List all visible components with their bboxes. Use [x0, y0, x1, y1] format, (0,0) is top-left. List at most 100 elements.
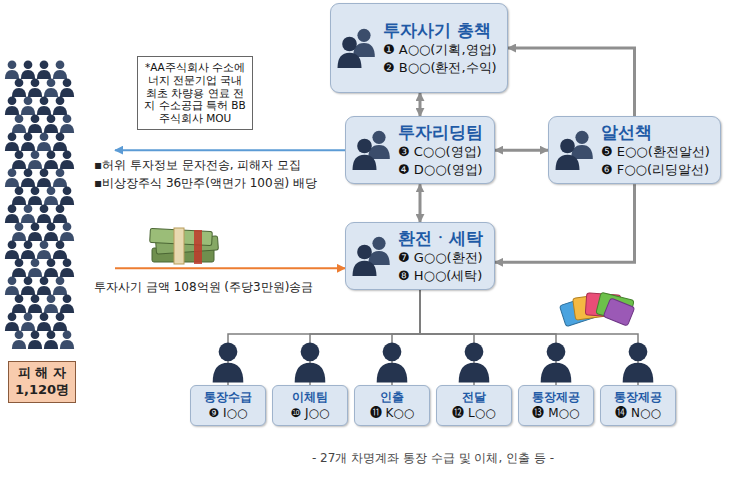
victim-icon	[53, 240, 67, 259]
victim-icon	[60, 222, 74, 241]
member-line: ⓬ L○○	[452, 406, 495, 422]
victim-crowd	[5, 60, 74, 349]
victim-icon	[12, 78, 26, 97]
connector	[115, 149, 345, 151]
victim-icon	[37, 204, 51, 223]
connector	[420, 290, 638, 385]
victim-icon	[21, 168, 35, 187]
member-box: 통장제공⓮ N○○	[600, 385, 676, 426]
victim-icon	[21, 204, 35, 223]
bankbook-cards	[559, 292, 634, 327]
member-box: 전달⓬ L○○	[436, 385, 512, 426]
callout-box: *AA주식회사 수소에너지 전문기업 국내최초 차량용 연료 전지 수소공급 특…	[137, 56, 253, 130]
victim-icon	[12, 294, 26, 313]
victim-icon	[60, 330, 74, 349]
person-icon	[553, 130, 597, 170]
victim-icon	[44, 222, 58, 241]
member-line: ❽ H○○(세탁)	[398, 267, 482, 285]
box-title: 이체팀	[292, 390, 328, 406]
victim-icon	[5, 96, 19, 115]
role-box: 환전ㆍ세탁❼ G○○(환전)❽ H○○(세탁)	[345, 222, 495, 290]
connector	[419, 93, 422, 116]
victim-icon	[21, 132, 35, 151]
victim-icon	[44, 186, 58, 205]
victim-icon	[28, 150, 42, 169]
victim-icon	[37, 276, 51, 295]
box-title: 통장제공	[532, 390, 580, 406]
victim-icon	[12, 150, 26, 169]
victim-icon	[37, 60, 51, 79]
person-icon-front	[556, 139, 580, 170]
illustration-part	[459, 342, 490, 382]
callout-text: *AA주식회사 수소에너지 전문기업 국내최초 차량용 연료 전지 수소공급 특…	[143, 61, 247, 125]
person-icon-front	[353, 245, 377, 276]
victim-icon	[60, 186, 74, 205]
role-box: 알선책❺ E○○(환전알선)❻ F○○(리딩알선)	[548, 116, 721, 184]
victim-icon	[28, 222, 42, 241]
illustration-part	[295, 342, 326, 382]
person-icon	[350, 236, 394, 276]
victim-icon	[21, 312, 35, 331]
member-line: ❿ J○○	[290, 406, 329, 422]
caption: - 27개 차명계좌 통장 수급 및 이체, 인출 등 -	[190, 450, 676, 467]
victim-icon	[28, 294, 42, 313]
illustration-part	[194, 230, 202, 264]
illustration-part	[213, 342, 244, 382]
victim-icon	[60, 258, 74, 277]
victim-icon	[60, 114, 74, 133]
victim-icon	[37, 168, 51, 187]
victim-icon	[44, 78, 58, 97]
victim-icon	[12, 258, 26, 277]
connector	[420, 290, 556, 385]
victim-group: 피 해 자 1,120명	[3, 55, 115, 405]
victim-icon	[5, 312, 19, 331]
box-title: 전달	[462, 390, 486, 406]
connector	[508, 48, 635, 116]
person-icon	[335, 28, 379, 68]
victim-icon	[28, 114, 42, 133]
box-title: 투자리딩팀	[398, 122, 483, 143]
victim-icon	[37, 240, 51, 259]
victim-icon	[12, 222, 26, 241]
victim-label: 피 해 자 1,120명	[8, 361, 76, 403]
member-line: ⓮ N○○	[615, 406, 661, 422]
victim-icon	[44, 330, 58, 349]
victim-icon	[53, 96, 67, 115]
victim-icon	[28, 258, 42, 277]
victim-icon	[53, 168, 67, 187]
illustration-part	[541, 342, 572, 382]
illustration-part	[377, 342, 408, 382]
connector	[228, 290, 420, 385]
victim-icon	[28, 330, 42, 349]
victim-icon	[28, 78, 42, 97]
note-text: ▪허위 투자정보 문자전송, 피해자 모집	[92, 158, 303, 174]
victim-icon	[5, 240, 19, 259]
role-box: 투자사기 총책❶ A○○(기획,영업)❷ B○○(환전,수익)	[330, 3, 508, 93]
member-box: 이체팀❿ J○○	[272, 385, 348, 426]
member-box: 인출⓫ K○○	[354, 385, 430, 426]
victim-icon	[44, 150, 58, 169]
box-title: 통장제공	[614, 390, 662, 406]
victim-icon	[44, 294, 58, 313]
victim-icon	[37, 132, 51, 151]
person-icon	[350, 130, 394, 170]
member-box: 통장수급❾ I○○	[190, 385, 266, 426]
person-icon-front	[338, 37, 362, 68]
victim-icon	[21, 276, 35, 295]
victim-icon	[5, 168, 19, 187]
member-line: ❷ B○○(환전,수익)	[383, 59, 497, 77]
member-line: ❹ D○○(영업)	[398, 161, 483, 179]
victim-icon	[12, 114, 26, 133]
victim-icon	[44, 114, 58, 133]
member-line: ❺ E○○(환전알선)	[601, 143, 710, 161]
victim-icon	[5, 276, 19, 295]
box-title: 투자사기 총책	[383, 20, 491, 41]
victim-icon	[5, 204, 19, 223]
victim-icon	[53, 60, 67, 79]
member-line: ⓫ K○○	[370, 406, 415, 422]
connector	[310, 290, 420, 385]
money-stack	[150, 228, 219, 264]
connector	[115, 267, 345, 269]
victim-icon	[28, 186, 42, 205]
